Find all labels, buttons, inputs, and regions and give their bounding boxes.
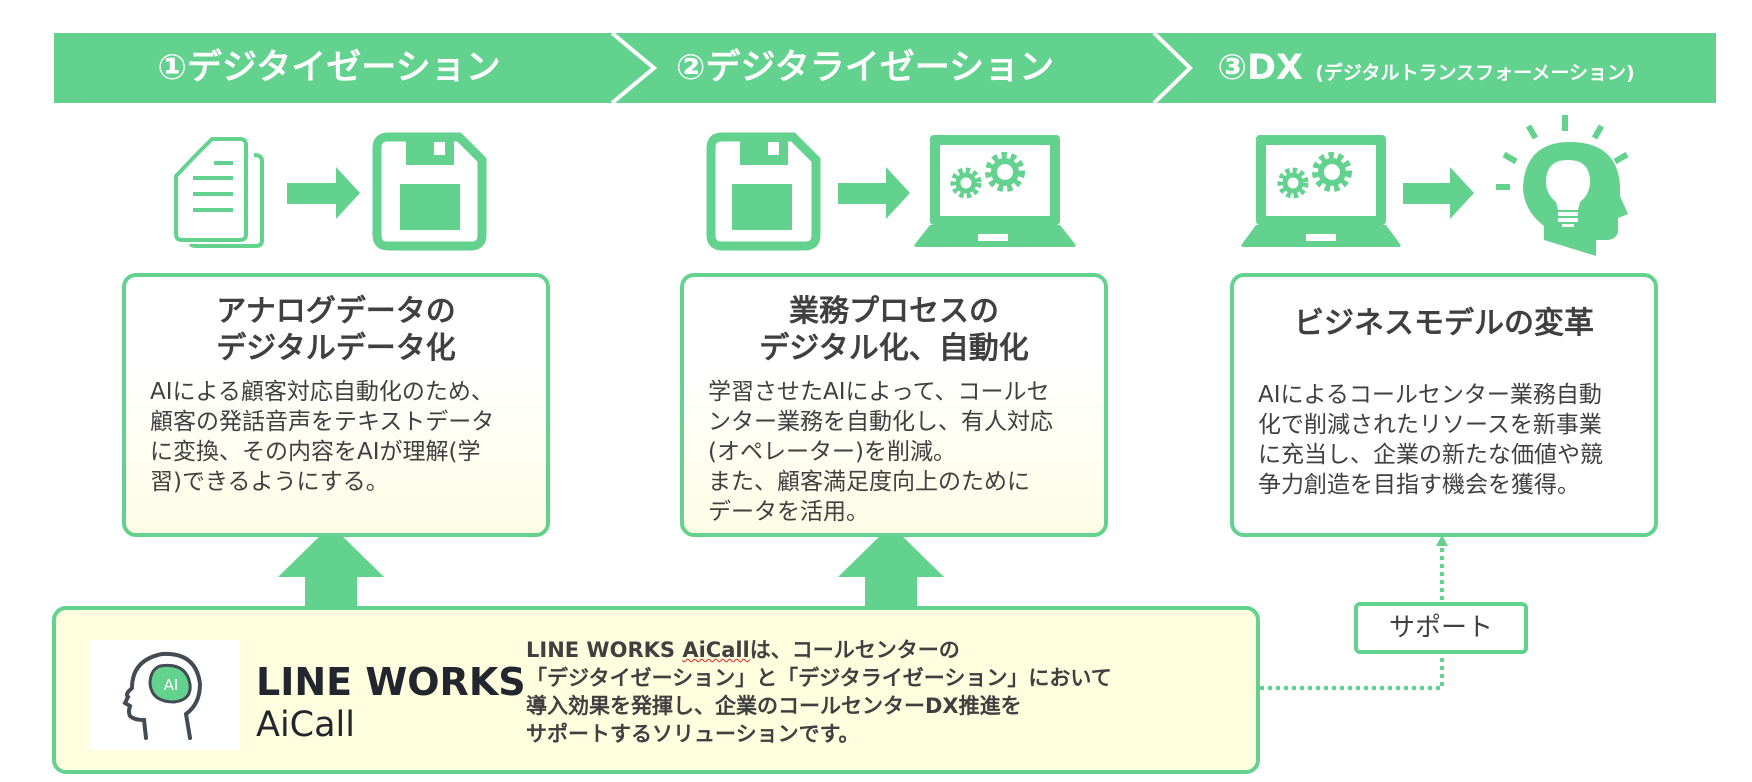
card-body-line: AIによるコールセンター業務自動 bbox=[1258, 382, 1602, 408]
card-body-line: データを活用。 bbox=[708, 499, 869, 525]
product-panel: AI LINE WORKS AiCall LINE WORKS AiCallは、… bbox=[52, 606, 1260, 774]
card-dx: ビジネスモデルの変革 AIによるコールセンター業務自動 化で削減されたリソースを… bbox=[1230, 273, 1658, 537]
product-logo: AI bbox=[90, 640, 240, 750]
laptop-gears-icon bbox=[914, 135, 1076, 247]
card-title: アナログデータの デジタルデータ化 bbox=[126, 293, 546, 367]
description-line: 導入効果を発揮し、企業のコールセンターDX推進を bbox=[526, 694, 1022, 718]
step-2-text: ②デジタライゼーション bbox=[675, 48, 1055, 88]
step-3-subtext: (デジタルトランスフォーメーション) bbox=[1315, 62, 1635, 84]
laptop-gears-icon bbox=[1241, 135, 1401, 247]
right-arrow-icon bbox=[1403, 167, 1474, 219]
card-body-line: に充当し、企業の新たな価値や競 bbox=[1258, 442, 1603, 468]
card-body-line: 顧客の発話音声をテキストデータ bbox=[150, 409, 495, 435]
description-text: LINE WORKS bbox=[526, 638, 683, 662]
card-title: ビジネスモデルの変革 bbox=[1234, 305, 1654, 342]
description-line: LINE WORKS AiCallは、コールセンターの bbox=[526, 636, 1112, 664]
card-body-line: に変換、その内容をAIが理解(学 bbox=[150, 439, 481, 465]
card-title-line: 業務プロセスの bbox=[789, 294, 999, 329]
step-3-label: ③DX (デジタルトランスフォーメーション) bbox=[1136, 33, 1716, 103]
chevron-divider-1 bbox=[610, 33, 658, 103]
card-title-line: ビジネスモデルの変革 bbox=[1294, 306, 1594, 341]
card-title-line: アナログデータの bbox=[216, 294, 456, 329]
description-product-name: AiCall bbox=[682, 638, 750, 662]
card-digitalization: 業務プロセスの デジタル化、自動化 学習させたAIによって、コールセ ンター業務… bbox=[680, 273, 1108, 537]
card-title: 業務プロセスの デジタル化、自動化 bbox=[684, 293, 1104, 367]
card-body-line: ンター業務を自動化し、有人対応 bbox=[708, 409, 1053, 435]
support-connector bbox=[1260, 656, 1444, 690]
support-label-box: サポート bbox=[1354, 602, 1528, 654]
banner-background bbox=[54, 33, 1716, 103]
card-body: AIによるコールセンター業務自動 化で削減されたリソースを新事業 に充当し、企業… bbox=[1234, 380, 1654, 500]
card-body: AIによる顧客対応自動化のため、 顧客の発話音声をテキストデータ に変換、その内… bbox=[126, 377, 546, 497]
support-arrowhead-icon bbox=[1436, 535, 1448, 546]
description-text: は、コールセンターの bbox=[749, 638, 960, 662]
step-1-label: ①デジタイゼーション bbox=[54, 33, 604, 103]
card-body-line: また、顧客満足度向上のために bbox=[708, 469, 1030, 495]
card-body-line: 習)できるようにする。 bbox=[150, 469, 389, 495]
head-lightbulb-icon bbox=[1496, 115, 1629, 256]
floppy-disk-icon bbox=[706, 132, 821, 251]
brand-name: LINE WORKS bbox=[256, 660, 526, 704]
support-label: サポート bbox=[1388, 613, 1493, 643]
card-body-line: AIによる顧客対応自動化のため、 bbox=[150, 379, 494, 405]
process-banner bbox=[54, 33, 1716, 103]
card-body-line: 学習させたAIによって、コールセ bbox=[708, 379, 1050, 405]
card-body-line: 争力創造を目指す機会を獲得。 bbox=[1258, 472, 1580, 498]
floppy-disk-icon bbox=[372, 132, 487, 251]
description-line: 「デジタイゼーション」と「デジタライゼーション」において bbox=[526, 666, 1112, 690]
card-title-line: デジタル化、自動化 bbox=[759, 331, 1029, 366]
step-2-label: ②デジタライゼーション bbox=[600, 33, 1130, 103]
right-arrow-icon bbox=[287, 167, 360, 219]
product-name: AiCall bbox=[256, 705, 356, 745]
ai-badge-text: AI bbox=[164, 676, 179, 694]
card-body-line: (オペレーター)を削減。 bbox=[708, 439, 956, 465]
description-line: サポートするソリューションです。 bbox=[526, 722, 860, 746]
card-title-line: デジタルデータ化 bbox=[216, 331, 456, 366]
up-arrow-icon bbox=[838, 525, 944, 610]
document-icon bbox=[174, 137, 264, 248]
card-digitization: アナログデータの デジタルデータ化 AIによる顧客対応自動化のため、 顧客の発話… bbox=[122, 273, 550, 537]
right-arrow-icon bbox=[838, 167, 910, 219]
ai-head-icon: AI bbox=[122, 651, 203, 740]
chevron-divider-2 bbox=[1152, 33, 1193, 103]
card-body: 学習させたAIによって、コールセ ンター業務を自動化し、有人対応 (オペレーター… bbox=[684, 377, 1104, 527]
step-1-text: ①デジタイゼーション bbox=[157, 48, 501, 88]
card-body-line: 化で削減されたリソースを新事業 bbox=[1258, 412, 1602, 438]
up-arrow-icon bbox=[278, 525, 384, 610]
step-3-text: ③DX bbox=[1217, 48, 1303, 88]
product-description: LINE WORKS AiCallは、コールセンターの 「デジタイゼーション」と… bbox=[526, 636, 1112, 748]
